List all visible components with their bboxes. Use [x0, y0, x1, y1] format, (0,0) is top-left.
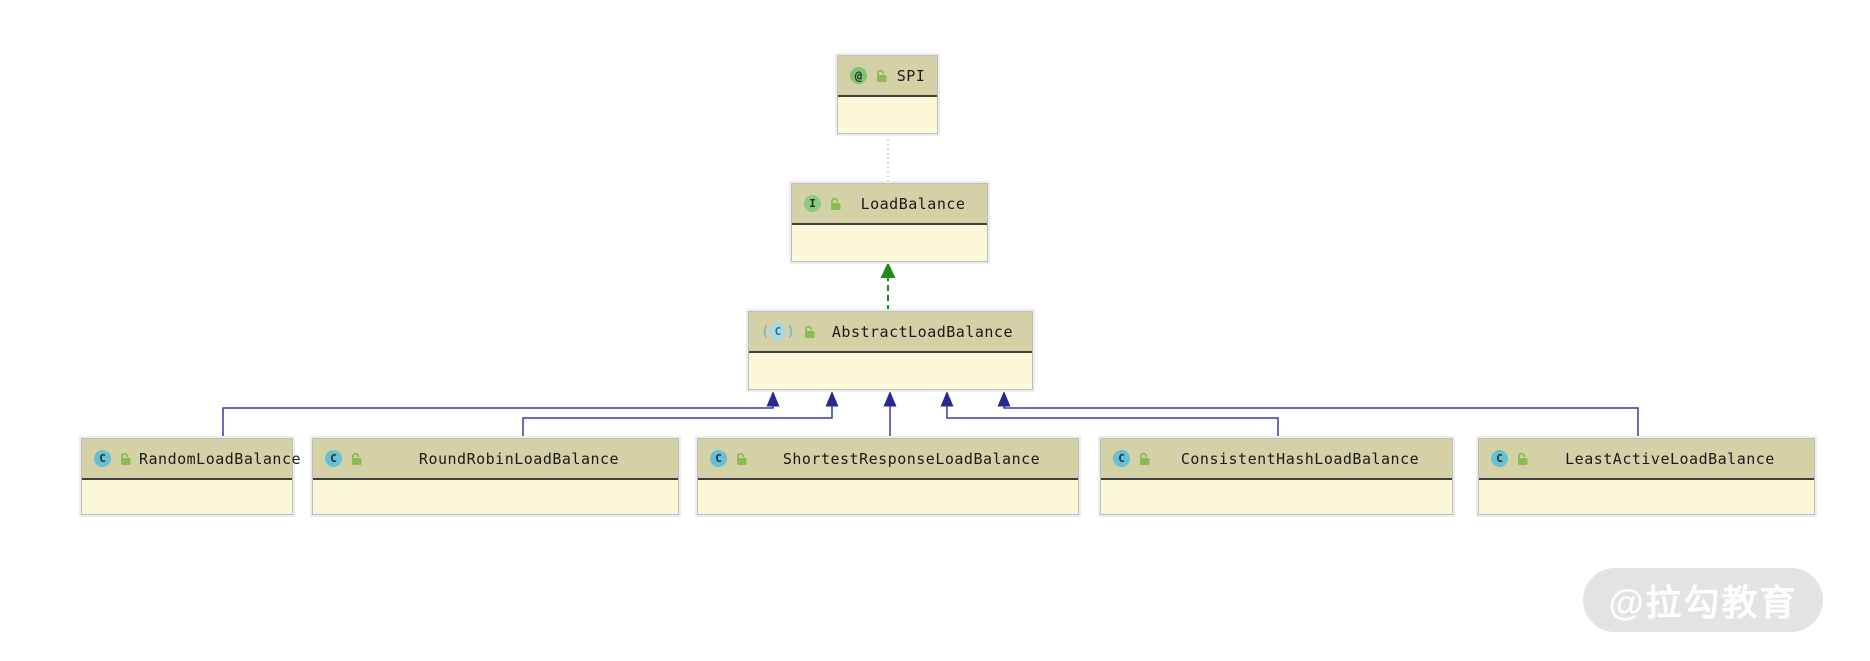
node-compartment: [82, 480, 292, 514]
lock-icon: [734, 452, 748, 466]
node-header: @ SPI: [838, 56, 937, 97]
node-header: C RoundRobinLoadBalance: [313, 439, 678, 480]
node-header: I LoadBalance: [792, 184, 987, 225]
class-node-loadbalance[interactable]: I LoadBalance: [791, 183, 988, 262]
node-label: AbstractLoadBalance: [831, 322, 1013, 341]
class-icon: C: [710, 450, 727, 467]
edge-random-extends-abstract: [222, 391, 780, 438]
lock-icon: [1137, 452, 1151, 466]
class-icon: C: [1491, 450, 1508, 467]
lock-icon: [874, 69, 888, 83]
node-label: SPI: [896, 66, 926, 85]
class-icon: C: [1113, 450, 1130, 467]
abstract-class-icon: (C): [761, 323, 795, 340]
interface-icon: I: [804, 195, 821, 212]
node-header: C LeastActiveLoadBalance: [1479, 439, 1814, 480]
edge-consistent-extends-abstract: [940, 391, 1279, 438]
node-compartment: [1479, 480, 1814, 514]
node-header: C ShortestResponseLoadBalance: [698, 439, 1078, 480]
class-node-abstractloadbalance[interactable]: (C) AbstractLoadBalance: [748, 311, 1033, 390]
node-compartment: [698, 480, 1078, 514]
node-label: ShortestResponseLoadBalance: [782, 449, 1041, 468]
node-compartment: [838, 97, 937, 131]
class-node-shortestresponseloadbalance[interactable]: C ShortestResponseLoadBalance: [697, 438, 1079, 515]
node-label: RandomLoadBalance: [139, 449, 302, 468]
node-label: ConsistentHashLoadBalance: [1180, 449, 1420, 468]
class-node-leastactiveloadbalance[interactable]: C LeastActiveLoadBalance: [1478, 438, 1815, 515]
class-icon: C: [325, 450, 342, 467]
node-compartment: [313, 480, 678, 514]
node-header: C ConsistentHashLoadBalance: [1101, 439, 1452, 480]
edge-shortest-extends-abstract: [883, 391, 897, 438]
node-compartment: [749, 353, 1032, 387]
node-compartment: [792, 225, 987, 259]
lock-icon: [828, 197, 842, 211]
lock-icon: [802, 325, 816, 339]
edge-leastactive-extends-abstract: [997, 391, 1639, 438]
node-label: LeastActiveLoadBalance: [1565, 449, 1775, 468]
class-node-consistenthashloadbalance[interactable]: C ConsistentHashLoadBalance: [1100, 438, 1453, 515]
lock-icon: [1515, 452, 1529, 466]
edge-roundrobin-extends-abstract: [522, 391, 839, 438]
watermark-lagou-edu: @拉勾教育: [1583, 568, 1823, 632]
lock-icon: [118, 452, 132, 466]
annotation-icon: @: [850, 67, 867, 84]
edge-abstract-implements-loadbalance: [880, 262, 896, 311]
node-header: C RandomLoadBalance: [82, 439, 301, 480]
class-icon: C: [94, 450, 111, 467]
class-node-roundrobinloadbalance[interactable]: C RoundRobinLoadBalance: [312, 438, 679, 515]
node-header: (C) AbstractLoadBalance: [749, 312, 1032, 353]
class-node-randomloadbalance[interactable]: C RandomLoadBalance: [81, 438, 301, 515]
class-node-spi[interactable]: @ SPI: [837, 55, 938, 134]
node-compartment: [1101, 480, 1452, 514]
node-label: LoadBalance: [860, 194, 966, 213]
node-label: RoundRobinLoadBalance: [418, 449, 620, 468]
lock-icon: [349, 452, 363, 466]
